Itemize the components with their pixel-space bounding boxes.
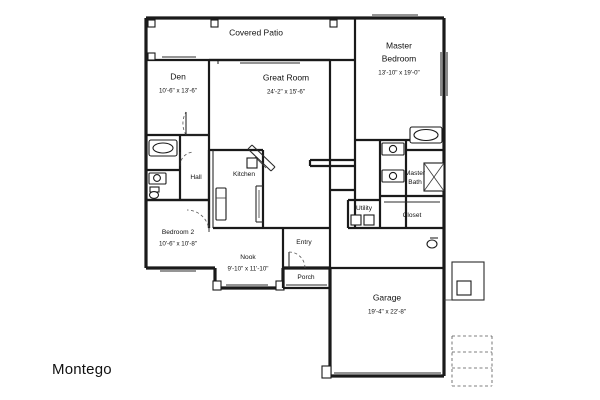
room-label-closet: Closet bbox=[403, 212, 422, 219]
room-label-master-bedroom-1: Master bbox=[386, 40, 412, 50]
den-area: Den 10'-6" x 13'-6" bbox=[146, 56, 211, 137]
great-room-area: Great Room 24'-2" x 15'-6" bbox=[209, 58, 332, 228]
porch-area: Porch bbox=[281, 268, 330, 290]
interior-corridor bbox=[308, 140, 357, 268]
room-dim-nook: 9'-10" x 11'-10" bbox=[227, 266, 268, 273]
hall-bath-area bbox=[148, 139, 195, 199]
room-label-bedroom-2: Bedroom 2 bbox=[162, 229, 195, 236]
master-bedroom-area: Master Bedroom 13'-10" x 19'-0" bbox=[353, 14, 448, 142]
room-label-utility: Utility bbox=[356, 205, 373, 212]
bedroom-2-area: Bedroom 2 10'-6" x 10'-8" bbox=[146, 198, 210, 272]
room-label-kitchen: Kitchen bbox=[233, 171, 255, 178]
right-exterior-features bbox=[444, 261, 493, 387]
room-dim-bedroom-2: 10'-6" x 10'-8" bbox=[159, 241, 197, 248]
room-label-porch: Porch bbox=[297, 274, 315, 281]
room-label-den: Den bbox=[170, 71, 186, 81]
room-label-nook: Nook bbox=[240, 254, 256, 261]
utility-area: Utility bbox=[346, 198, 380, 230]
room-dim-great-room: 24'-2" x 15'-6" bbox=[267, 89, 305, 96]
closet-area: Closet bbox=[380, 201, 444, 230]
kitchen-area: Kitchen bbox=[207, 150, 263, 228]
room-label-garage: Garage bbox=[373, 292, 402, 302]
room-label-covered-patio: Covered Patio bbox=[229, 27, 283, 37]
room-dim-garage: 19'-4" x 22'-8" bbox=[368, 309, 406, 316]
master-bath-area: Master Bath bbox=[378, 126, 445, 228]
entry-area: Entry bbox=[283, 226, 330, 269]
nook-area: Nook 9'-10" x 11'-10" bbox=[212, 226, 285, 291]
room-dim-master-bedroom: 13'-10" x 19'-0" bbox=[378, 70, 420, 77]
room-label-hall: Hall bbox=[190, 174, 202, 181]
room-label-master-bath-2: Bath bbox=[408, 179, 422, 186]
plan-title: Montego bbox=[52, 361, 112, 378]
room-label-great-room: Great Room bbox=[263, 72, 309, 82]
room-label-master-bedroom-2: Bedroom bbox=[382, 53, 417, 63]
room-dim-den: 10'-6" x 13'-6" bbox=[159, 88, 197, 95]
room-label-entry: Entry bbox=[296, 239, 312, 246]
garage-area: Garage 19'-4" x 22'-8" bbox=[321, 237, 444, 379]
room-label-master-bath-1: Master bbox=[405, 170, 426, 177]
